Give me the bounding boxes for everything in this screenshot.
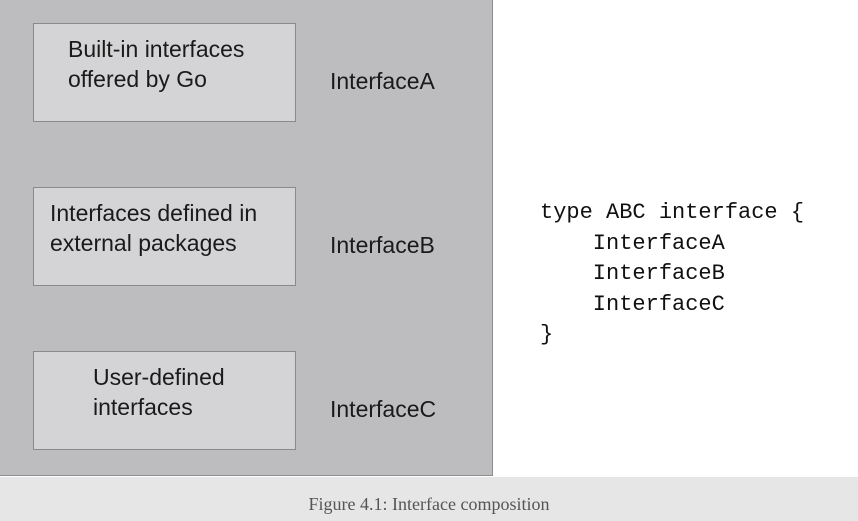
external-packages-text: Interfaces defined in external packages — [50, 200, 258, 256]
interface-c-label: InterfaceC — [330, 396, 437, 422]
builtin-interfaces-text: Built-in interfaces offered by Go — [68, 36, 245, 92]
interface-sources-panel: Built-in interfaces offered by Go Interf… — [0, 0, 493, 476]
user-defined-box: User-defined interfaces — [33, 351, 296, 450]
external-packages-box: Interfaces defined in external packages — [33, 187, 296, 286]
interface-a-label: InterfaceA — [330, 68, 435, 94]
builtin-interfaces-box: Built-in interfaces offered by Go — [33, 23, 296, 122]
interface-b-label: InterfaceB — [330, 232, 435, 258]
figure-caption: Figure 4.1: Interface composition — [308, 494, 550, 514]
composed-interface-code: type ABC interface { InterfaceA Interfac… — [540, 200, 805, 347]
caption-bar — [0, 477, 858, 521]
user-defined-text: User-defined interfaces — [93, 364, 225, 420]
